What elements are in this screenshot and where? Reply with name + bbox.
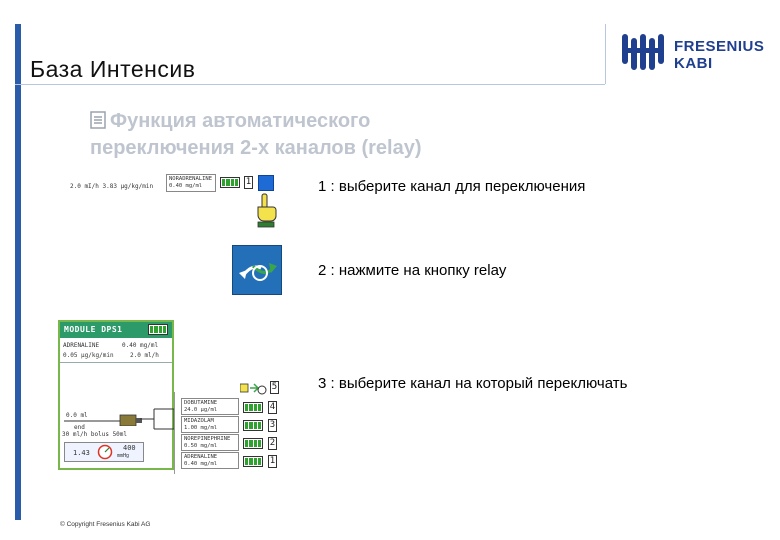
step1-rate-text: 2.0 mI/h 3.83 µg/kg/min <box>70 183 154 190</box>
syringe-icon <box>64 414 142 426</box>
channel-3-conc: 1.00 mg/ml <box>184 425 218 431</box>
step1-drug-name: NORADRENALINE <box>169 176 213 182</box>
module-row1-name: ADRENALINE <box>63 342 100 349</box>
subtitle-line1: Функция автоматического <box>110 110 371 132</box>
module-battery-icon <box>148 324 168 335</box>
channel-3-number: 3 <box>268 419 277 432</box>
subtitle-line2: переключения 2-х каналов (relay) <box>90 137 422 159</box>
pointing-hand-icon <box>257 193 277 228</box>
channel-3-name: MIDAZOLAM <box>184 418 214 424</box>
channel-2-conc: 0.50 mg/ml <box>184 443 218 449</box>
pump-volume: 0.0 ml <box>66 412 88 419</box>
channel-2-number: 2 <box>268 437 277 450</box>
channel-1-conc: 0.40 mg/ml <box>184 461 218 467</box>
channel-2-label[interactable]: NOREPINEPHRINE 0.50 mg/ml <box>181 434 239 451</box>
gauge-value: 400 <box>123 444 136 452</box>
relay-arrows-icon <box>239 263 277 281</box>
gauge-unit: mmHg <box>117 453 130 459</box>
module-title: MODULE DPS1 <box>64 325 123 334</box>
module-row1-conc: 0.40 mg/ml <box>122 342 159 349</box>
fresenius-logo-icon <box>622 34 664 70</box>
channel-1-label[interactable]: ADRENALINE 0.40 mg/ml <box>181 452 239 469</box>
channel-4-label[interactable]: DOBUTAMINE 24.0 µg/ml <box>181 398 239 415</box>
step-3-text: 3 : выберите канал на который переключат… <box>318 375 628 392</box>
module-dps1-panel: MODULE DPS1 ADRENALINE 0.40 mg/ml 0.05 µ… <box>58 320 174 470</box>
module-header: MODULE DPS1 <box>60 322 172 338</box>
logo-line1: FRESENIUS <box>674 38 765 55</box>
header-divider <box>15 84 605 85</box>
relay-target-icon <box>240 383 267 395</box>
channel-4-number: 4 <box>268 401 277 414</box>
document-icon <box>90 111 106 129</box>
left-accent-bar <box>15 24 21 520</box>
channel-1-name: ADRENALINE <box>184 454 218 460</box>
pressure-gauge-panel: 1.43 400 mmHg <box>64 442 144 462</box>
logo-line2: KABI <box>674 55 713 72</box>
relay-button[interactable] <box>232 245 282 295</box>
channel-stack <box>174 392 240 474</box>
channel-select-button[interactable] <box>258 175 274 191</box>
logo-divider <box>605 24 606 84</box>
channel-4-name: DOBUTAMINE <box>184 400 218 406</box>
battery-icon <box>243 420 263 431</box>
pump-end: end <box>74 424 85 431</box>
channel-3-label[interactable]: MIDAZOLAM 1.00 mg/ml <box>181 416 239 433</box>
section-subtitle: Функция автоматического переключения 2-х… <box>90 108 422 162</box>
channel-1-number: 1 <box>268 455 277 468</box>
gauge-left-value: 1.43 <box>73 449 90 457</box>
battery-icon <box>243 456 263 467</box>
channel-4-conc: 24.0 µg/ml <box>184 407 218 413</box>
channel-2-name: NOREPINEPHRINE <box>184 436 231 442</box>
copyright-footer: © Copyright Fresenius Kabi AG <box>60 521 151 528</box>
gauge-icon <box>97 444 113 460</box>
battery-icon <box>243 402 263 413</box>
step1-channel-number: 1 <box>244 176 253 189</box>
step1-drug-label: NORADRENALINE 0.40 mg/ml <box>166 174 216 192</box>
relay-target-number: 5 <box>270 381 279 394</box>
module-row2-right: 2.0 ml/h <box>130 352 159 359</box>
page-title: База Интенсив <box>30 56 196 82</box>
battery-icon <box>220 177 240 188</box>
fresenius-kabi-logo: FRESENIUS KABI <box>620 32 770 76</box>
step-1-text: 1 : выберите канал для переключения <box>318 178 586 195</box>
pump-rate: 30 ml/h bolus 50ml <box>62 431 128 438</box>
module-row2-left: 0.05 µg/kg/min <box>63 352 114 359</box>
step-2-text: 2 : нажмите на кнопку relay <box>318 262 507 279</box>
step1-drug-conc: 0.40 mg/ml <box>169 183 203 189</box>
battery-icon <box>243 438 263 449</box>
